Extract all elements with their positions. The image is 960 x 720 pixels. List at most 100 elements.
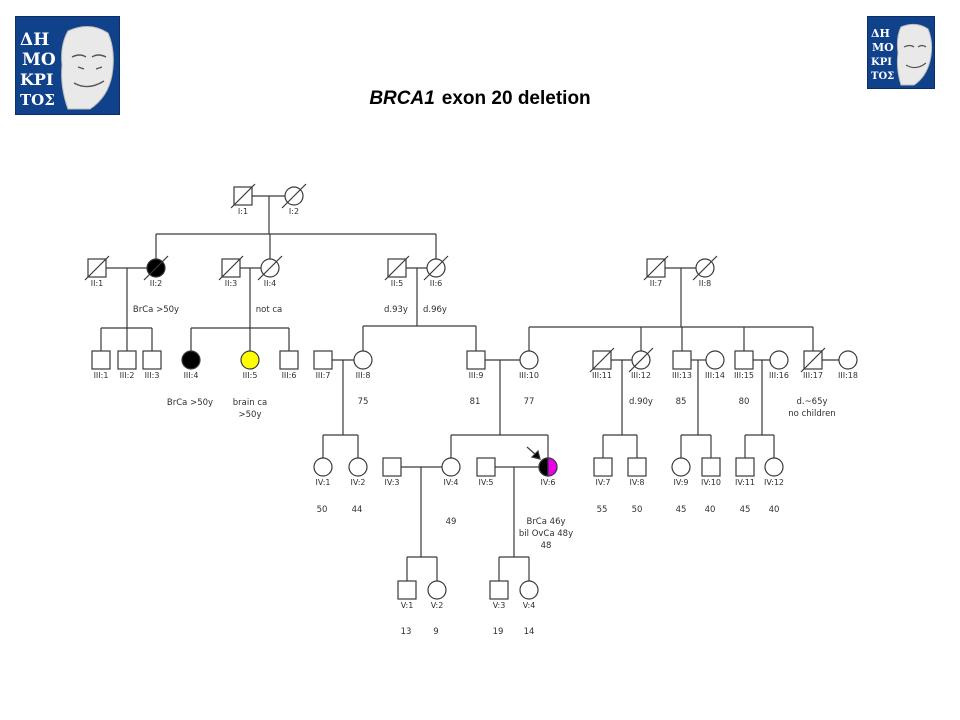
individual-label: II:1	[91, 279, 104, 288]
individual-ii-3: II:3	[218, 255, 244, 288]
individual-ii-6: II:6	[423, 255, 449, 288]
individual-iii-3: III:3	[142, 350, 162, 380]
logo-line-2: ΜΟ	[872, 41, 894, 54]
annotation-iv2: 44	[352, 505, 363, 515]
individual-v-2: V:2	[427, 580, 447, 610]
annotation-iii17: d.~65y	[796, 397, 827, 407]
individual-label: V:1	[401, 601, 414, 610]
logo-line-3: ΚΡΙ	[871, 57, 892, 68]
individual-v-3: V:3	[489, 580, 509, 610]
individual-label: IV:10	[701, 478, 721, 487]
annotation-v3: 19	[493, 627, 504, 637]
annotation-iii15: 80	[739, 397, 750, 407]
male-symbol	[397, 580, 417, 600]
individual-iv-11: IV:11	[735, 457, 755, 487]
individual-iii-6: III:6	[279, 350, 299, 380]
annotation-iii13: 85	[676, 397, 687, 407]
individual-iv-3: IV:3	[382, 457, 402, 487]
male-symbol	[313, 350, 333, 370]
individual-iii-5: III:5	[240, 350, 260, 380]
annotation-ii4: not ca	[256, 305, 283, 315]
male-symbol	[91, 350, 111, 370]
individual-label: III:16	[769, 371, 789, 380]
individual-iv-12: IV:12	[764, 457, 784, 487]
individual-label: III:17	[803, 371, 823, 380]
individual-i-2: I:2	[281, 183, 307, 216]
individual-iv-9: IV:9	[671, 457, 691, 487]
pedigree-connectors	[100, 195, 839, 581]
individual-iii-9: III:9	[466, 350, 486, 380]
individual-label: V:3	[493, 601, 506, 610]
individual-iii-12: III:12	[628, 347, 654, 380]
annotation-iii4: BrCa >50y	[167, 398, 213, 408]
male-symbol	[382, 457, 402, 477]
individual-ii-2: II:2	[143, 255, 169, 288]
male-symbol	[734, 350, 754, 370]
individual-label: III:15	[734, 371, 754, 380]
deceased-slash	[281, 183, 307, 209]
logo-graphic: ΔΗ ΜΟ ΚΡΙ ΤΟΣ	[868, 17, 934, 88]
male-symbol	[142, 350, 162, 370]
deceased-slash	[143, 255, 169, 281]
individual-label: III:12	[631, 371, 651, 380]
individual-label: II:6	[430, 279, 443, 288]
annotation-iv6: BrCa 46y	[526, 517, 565, 527]
male-symbol	[466, 350, 486, 370]
individual-iv-7: IV:7	[593, 457, 613, 487]
female-symbol	[519, 580, 539, 600]
logo-graphic: ΔΗ ΜΟ ΚΡΙ ΤΟΣ	[16, 17, 119, 114]
individual-label: III:9	[469, 371, 484, 380]
individual-iii-2: III:2	[117, 350, 137, 380]
proband-arrowhead	[530, 449, 541, 460]
annotation-v2: 9	[433, 627, 438, 637]
individual-ii-4: II:4	[257, 255, 283, 288]
female-symbol	[181, 350, 201, 370]
female-symbol	[353, 350, 373, 370]
individual-label: IV:5	[479, 478, 494, 487]
deceased-slash	[643, 255, 669, 281]
female-symbol	[519, 350, 539, 370]
deceased-slash	[218, 255, 244, 281]
individual-v-1: V:1	[397, 580, 417, 610]
individual-label: III:1	[94, 371, 109, 380]
individual-label: III:2	[120, 371, 135, 380]
female-symbol	[441, 457, 461, 477]
individual-iv-8: IV:8	[627, 457, 647, 487]
female-symbol	[705, 350, 725, 370]
annotation-v4: 14	[524, 627, 535, 637]
annotation-iv8: 50	[632, 505, 643, 515]
annotation-v1: 13	[401, 627, 412, 637]
male-symbol	[279, 350, 299, 370]
male-symbol	[117, 350, 137, 370]
annotation-iii5: brain ca	[233, 398, 267, 408]
annotation-iii10: 77	[524, 397, 535, 407]
logo-line-1: ΔΗ	[20, 30, 49, 50]
individual-label: V:4	[523, 601, 536, 610]
individual-iii-11: III:11	[589, 347, 615, 380]
female-symbol	[348, 457, 368, 477]
individual-iii-17: III:17	[800, 347, 826, 380]
individual-label: III:11	[592, 371, 612, 380]
annotation-ii5: d.93y	[384, 305, 408, 315]
individual-label: III:4	[184, 371, 199, 380]
individual-iii-7: III:7	[313, 350, 333, 380]
individual-iii-1: III:1	[91, 350, 111, 380]
logo-line-2: ΜΟ	[22, 50, 56, 70]
individual-iii-10: III:10	[519, 350, 539, 380]
male-symbol	[489, 580, 509, 600]
annotation-iv12: 40	[769, 505, 780, 515]
individual-ii-7: II:7	[643, 255, 669, 288]
male-symbol	[701, 457, 721, 477]
individual-label: IV:4	[444, 478, 459, 487]
individual-label: IV:1	[316, 478, 331, 487]
annotation-iv1: 50	[317, 505, 328, 515]
individual-label: II:2	[150, 279, 163, 288]
individual-label: V:2	[431, 601, 444, 610]
individual-iii-16: III:16	[769, 350, 789, 380]
individual-label: II:4	[264, 279, 277, 288]
annotation-iv9: 45	[676, 505, 687, 515]
female-symbol	[764, 457, 784, 477]
individual-label: III:13	[672, 371, 692, 380]
individual-label: III:14	[705, 371, 725, 380]
